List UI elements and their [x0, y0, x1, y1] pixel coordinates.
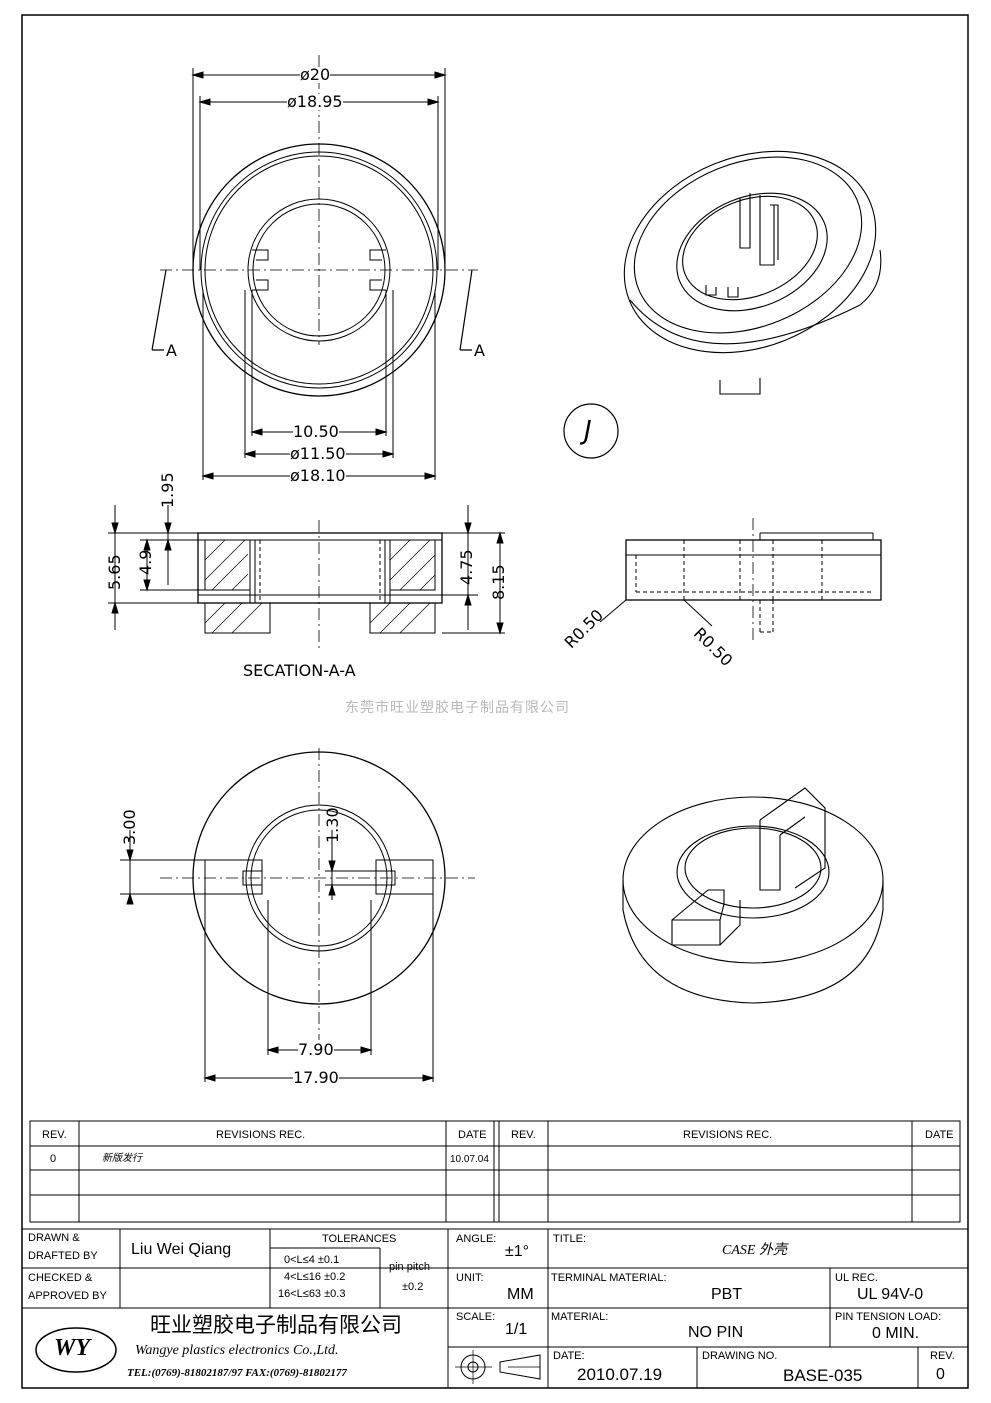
dim-h815: 8.15: [489, 564, 508, 600]
rev-header-left: REV.: [42, 1129, 67, 1141]
rev-row-rec: 新版发行: [102, 1153, 142, 1164]
iso-top-view: [623, 150, 882, 395]
angle-label: ANGLE:: [456, 1233, 497, 1245]
drafted-label: DRAFTED BY: [28, 1250, 98, 1262]
tol-row-3: 16<L≤63 ±0.3: [278, 1288, 346, 1300]
dim-h475: 4.75: [457, 549, 476, 585]
date-value: 2010.07.19: [577, 1365, 663, 1384]
rev-row-rev: 0: [50, 1153, 57, 1165]
tol-row-2: 4<L≤16 ±0.2: [284, 1271, 346, 1283]
drawn-by: Liu Wei Qiang: [131, 1241, 232, 1258]
dim-h195: 1.95: [158, 472, 177, 508]
j-mark-circle: [563, 403, 619, 459]
terminal-value: PBT: [711, 1286, 743, 1303]
j-mark: J: [584, 416, 592, 446]
section-marker-right: A: [474, 341, 485, 360]
section-view: [108, 505, 505, 650]
dim-d20: ø20: [300, 65, 331, 84]
rev-row-date: 10.07.04: [450, 1154, 489, 1165]
side-view: [599, 518, 882, 640]
terminal-label: TERMINAL MATERIAL:: [551, 1272, 667, 1284]
company-name-en: Wangye plastics electronics Co.,Ltd.: [135, 1343, 339, 1358]
date-label: DATE:: [553, 1350, 585, 1362]
dim-d1895: ø18.95: [287, 92, 343, 111]
unit-label: UNIT:: [456, 1272, 484, 1284]
dim-h49: 4.9: [136, 549, 155, 575]
rec-header-right: REVISIONS REC.: [683, 1129, 773, 1141]
angle-value: ±1°: [505, 1243, 530, 1260]
rec-header-left: REVISIONS REC.: [216, 1129, 306, 1141]
date-header-right: DATE: [925, 1129, 954, 1141]
scale-label: SCALE:: [456, 1311, 496, 1323]
dim-w1790: 17.90: [293, 1068, 339, 1087]
pin-tension-label: PIN TENSION LOAD:: [835, 1311, 942, 1323]
dim-h565: 5.65: [105, 554, 124, 590]
drawing-no-label: DRAWING NO.: [702, 1350, 778, 1362]
dim-w1050: 10.50: [293, 422, 339, 441]
material-label: MATERIAL:: [551, 1311, 609, 1323]
checked-label: CHECKED &: [28, 1272, 93, 1284]
company-name-cn: 旺业塑胶电子制品有限公司: [150, 1313, 402, 1337]
date-header-left: DATE: [458, 1129, 487, 1141]
tolerances-label: TOLERANCES: [322, 1233, 397, 1245]
scale-value: 1/1: [505, 1321, 528, 1338]
pin-tension-value: 0 MIN.: [872, 1325, 920, 1342]
title-value: CASE 外壳: [722, 1243, 787, 1258]
rev-label: REV.: [930, 1350, 955, 1362]
approved-label: APPROVED BY: [28, 1290, 107, 1302]
dim-h300: 3.00: [120, 809, 139, 845]
pin-pitch-value: ±0.2: [402, 1281, 424, 1293]
bottom-view: [120, 748, 475, 1082]
top-view: [151, 55, 478, 480]
ul-label: UL REC.: [835, 1272, 878, 1284]
rev-value: 0: [936, 1366, 945, 1383]
dim-w790: 7.90: [298, 1040, 334, 1059]
tol-row-1: 0<L≤4 ±0.1: [284, 1254, 340, 1266]
unit-value: MM: [507, 1286, 534, 1303]
title-block: [21, 1228, 969, 1389]
rev-header-right: REV.: [511, 1129, 536, 1141]
dim-d1150: ø11.50: [290, 444, 346, 463]
revisions-table: [29, 1120, 961, 1223]
drawn-label: DRAWN &: [28, 1232, 80, 1244]
dim-d1810: ø18.10: [290, 466, 346, 485]
section-marker-left: A: [166, 341, 177, 360]
ul-value: UL 94V-0: [857, 1286, 924, 1303]
company-contact: TEL:(0769)-81802187/97 FAX:(0769)-818021…: [127, 1367, 347, 1379]
pin-pitch-label: pin pitch: [389, 1261, 430, 1273]
section-caption: SECATION-A-A: [243, 661, 356, 680]
watermark: 东莞市旺业塑胶电子制品有限公司: [345, 700, 570, 716]
material-value: NO PIN: [688, 1324, 744, 1341]
title-label: TITLE:: [553, 1233, 587, 1245]
drawing-no-value: BASE-035: [783, 1366, 863, 1385]
company-logo: WY: [54, 1335, 90, 1361]
dim-h130: 1.30: [323, 807, 342, 843]
iso-bottom-view: [622, 787, 884, 1004]
